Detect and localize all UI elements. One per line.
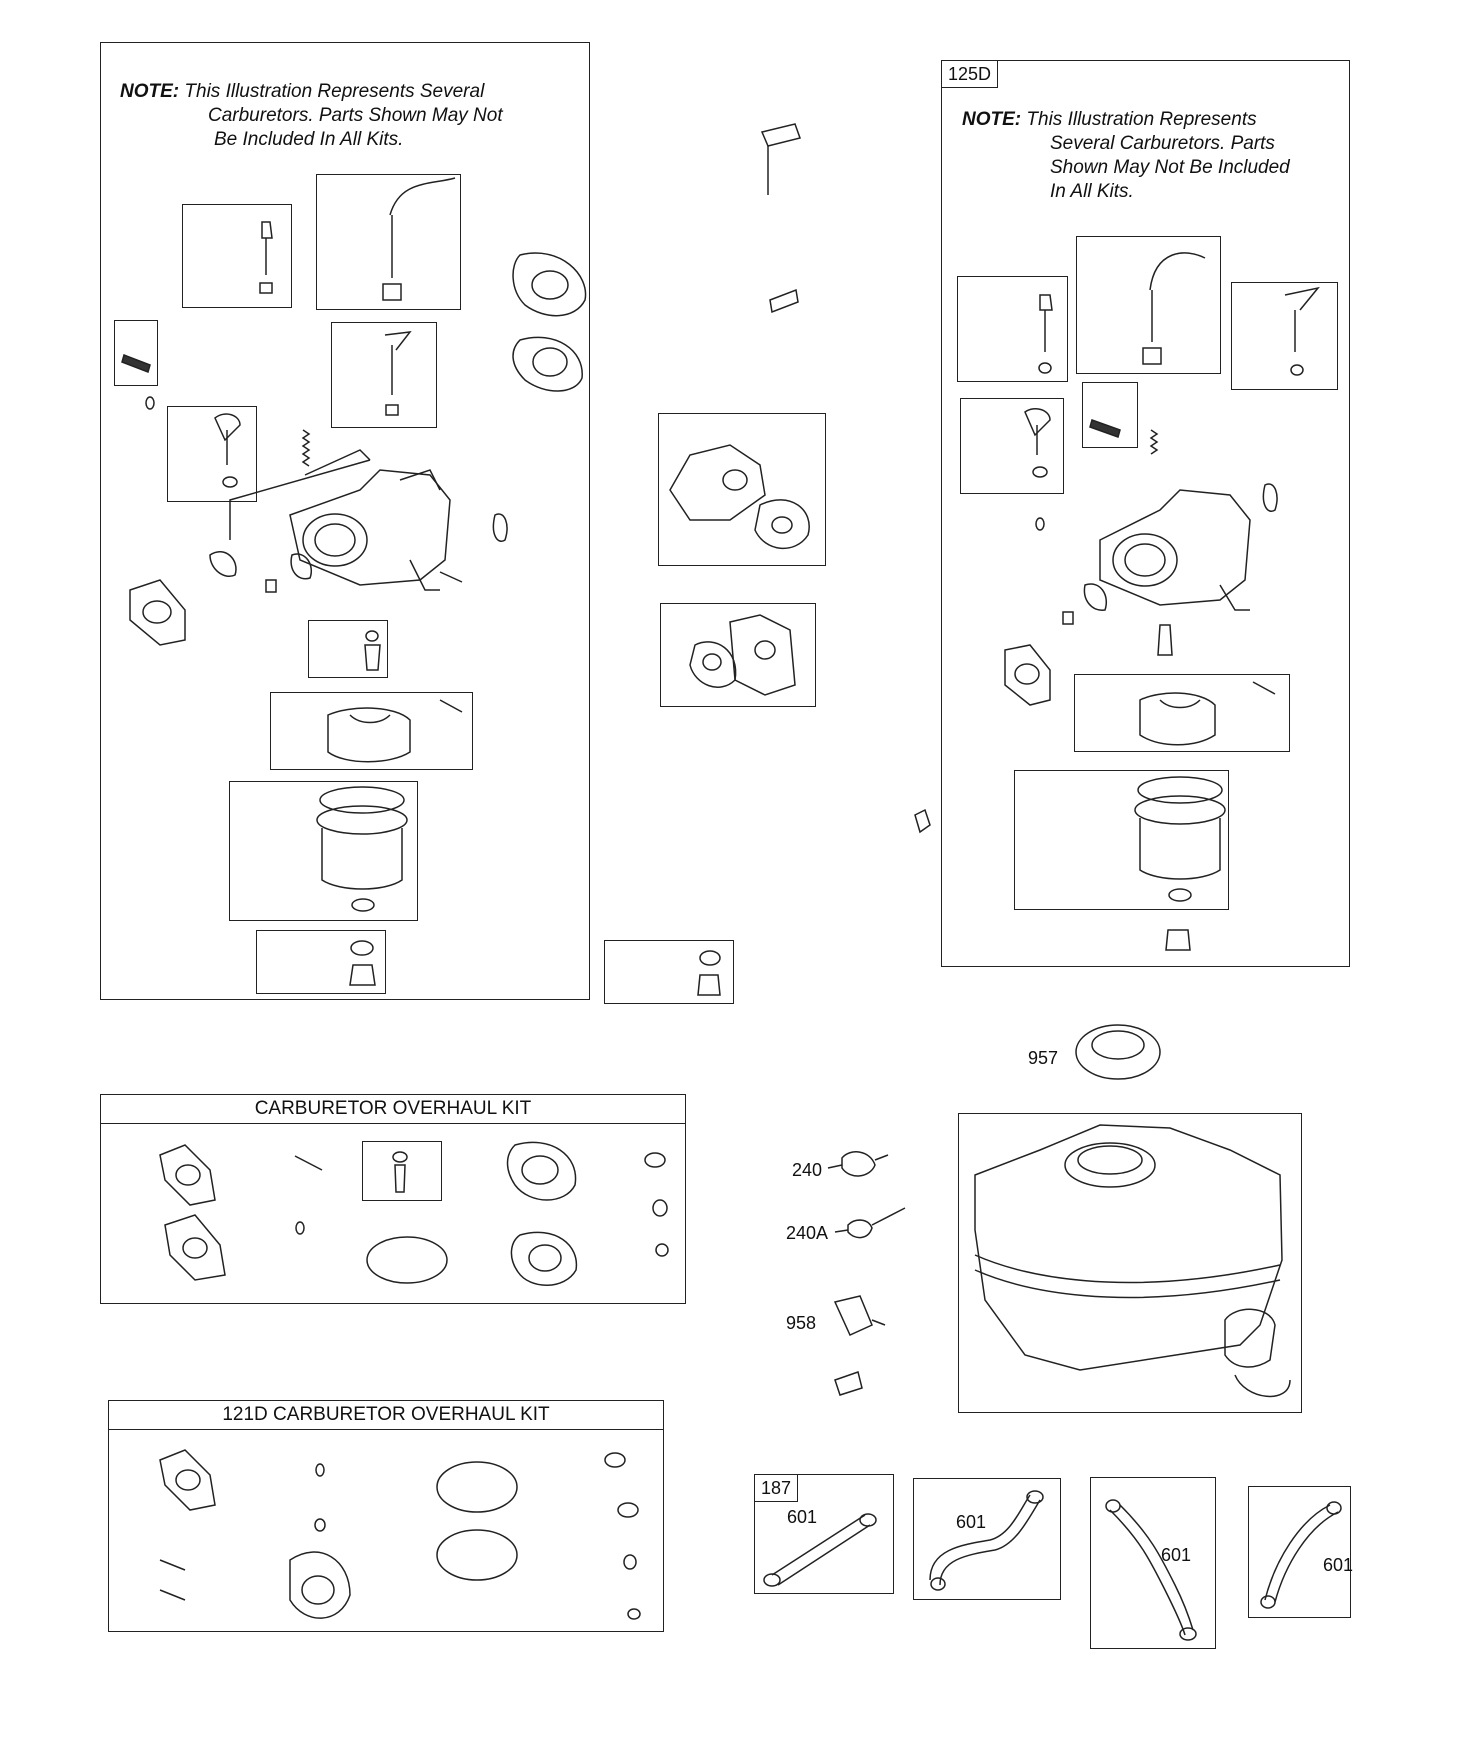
label-601-hose4: 601 xyxy=(1323,1555,1354,1575)
hose-box-4 xyxy=(1248,1486,1351,1618)
left-float-needle-box xyxy=(316,174,461,310)
right-bowl-part xyxy=(1134,776,1226,951)
left-float-part xyxy=(327,699,463,763)
left-note-line3: Be Included In All Kits. xyxy=(214,129,404,150)
label-240: 240 xyxy=(792,1160,823,1180)
label-601-hose2: 601 xyxy=(956,1512,987,1532)
hose-box-3 xyxy=(1090,1477,1216,1649)
fuel-tank-part xyxy=(974,1124,1291,1397)
left-jet-part xyxy=(364,630,381,671)
right-choke-part xyxy=(1284,286,1320,376)
left-note-prefix: NOTE: xyxy=(120,81,180,102)
fuel-cap-957 xyxy=(1075,1024,1161,1080)
left-needle-box xyxy=(182,204,292,308)
left-carburetor-panel xyxy=(100,42,590,1000)
left-throttle-part xyxy=(214,413,241,488)
label-601-hose3: 601 xyxy=(1161,1545,1192,1565)
right-screw-box xyxy=(1082,382,1138,448)
left-drain-box xyxy=(256,930,386,994)
left-carburetor-body xyxy=(229,449,463,591)
right-note-line2: Several Carburetors. Parts xyxy=(1050,133,1275,154)
kit1-parts xyxy=(159,1141,669,1286)
left-throttle-box xyxy=(167,406,257,502)
left-jet-box xyxy=(308,620,388,678)
left-float-box xyxy=(270,692,473,770)
right-needle-box xyxy=(957,276,1068,382)
right-carburetor-body xyxy=(914,429,1278,834)
right-screw-part xyxy=(1089,419,1121,438)
left-gaskets xyxy=(129,252,587,646)
kit1-needle-box xyxy=(362,1141,442,1201)
left-choke-box xyxy=(331,322,437,428)
left-bowl-part xyxy=(316,786,408,912)
right-float-needle-box xyxy=(1076,236,1221,374)
fuel-filters xyxy=(827,1151,906,1396)
left-needle-part xyxy=(259,221,273,294)
kit2-title: 121D CARBURETOR OVERHAUL KIT xyxy=(109,1401,663,1430)
fuel-tank-box xyxy=(958,1113,1302,1413)
middle-drain-part xyxy=(697,950,721,996)
label-601-hose1: 601 xyxy=(787,1507,818,1527)
left-float-needle-part xyxy=(382,177,456,301)
middle-drain-box xyxy=(604,940,734,1004)
right-bowl-box xyxy=(1014,770,1229,910)
right-note-line4: In All Kits. xyxy=(1050,181,1134,202)
left-note-line1: This Illustration Represents Several xyxy=(184,81,485,102)
intake-adapter-2 xyxy=(689,614,796,696)
right-float-box xyxy=(1074,674,1290,752)
left-note: NOTE: This Illustration Represents Sever… xyxy=(120,80,503,152)
121d-carburetor-overhaul-kit-panel: 121D CARBURETOR OVERHAUL KIT xyxy=(108,1400,664,1632)
right-note: NOTE: This Illustration Represents Sever… xyxy=(962,108,1290,204)
kit1-title: CARBURETOR OVERHAUL KIT xyxy=(101,1095,685,1124)
panel-tag-125d: 125D xyxy=(942,61,999,88)
intake-adapter-box-1 xyxy=(658,413,826,566)
intake-adapter-box-2 xyxy=(660,603,816,707)
right-throttle-box xyxy=(960,398,1064,494)
hose-box-2 xyxy=(913,1478,1061,1600)
left-drain-part xyxy=(349,940,376,986)
label-240a: 240A xyxy=(786,1223,829,1243)
left-screw-part xyxy=(121,354,151,373)
right-note-prefix: NOTE: xyxy=(962,109,1022,130)
fuel-hoses xyxy=(763,1490,1342,1641)
left-choke-part xyxy=(384,331,412,416)
left-screw-box xyxy=(114,320,158,386)
kit2-parts xyxy=(159,1449,641,1620)
left-bowl-box xyxy=(229,781,418,921)
carburetor-overhaul-kit-panel: CARBURETOR OVERHAUL KIT xyxy=(100,1094,686,1304)
hose-box-187: 187 xyxy=(754,1474,894,1594)
right-throttle-part xyxy=(1024,408,1051,478)
label-957: 957 xyxy=(1028,1048,1059,1068)
right-needle-part xyxy=(1038,294,1053,374)
intake-adapter-1 xyxy=(669,444,810,550)
left-spring xyxy=(301,429,311,467)
right-note-line1: This Illustration Represents xyxy=(1026,109,1257,130)
right-float-part xyxy=(1139,681,1276,746)
right-choke-box xyxy=(1231,282,1338,390)
middle-small-parts xyxy=(760,123,801,314)
label-958: 958 xyxy=(786,1313,817,1333)
right-float-needle-part xyxy=(1142,252,1206,365)
left-note-line2: Carburetors. Parts Shown May Not xyxy=(208,105,503,126)
right-note-line3: Shown May Not Be Included xyxy=(1050,157,1290,178)
right-carburetor-panel: 125D xyxy=(941,60,1350,967)
panel-tag-187: 187 xyxy=(755,1475,799,1502)
